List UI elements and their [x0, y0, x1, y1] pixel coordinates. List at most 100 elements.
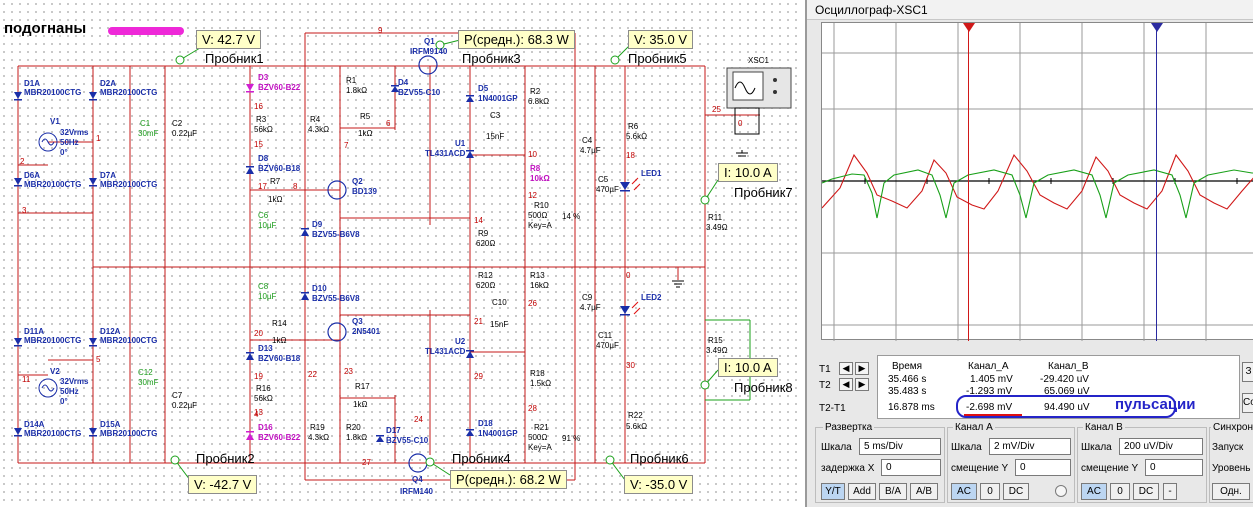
c3-label: C3	[490, 111, 501, 120]
probe5-value[interactable]: V: 35.0 V	[628, 30, 693, 49]
r14-label: R14	[272, 319, 287, 328]
d5-type: 1N4001GP	[478, 94, 518, 103]
q1-label: Q1	[424, 37, 435, 46]
d2a-type: MBR20100CTG	[100, 88, 158, 97]
side-button-save[interactable]: Со	[1242, 393, 1253, 413]
channel-b-zero-button[interactable]: 0	[1110, 483, 1130, 500]
cursor-t1-handle[interactable]	[963, 23, 975, 32]
channel-a-group	[947, 427, 1075, 503]
u1-label: U1	[455, 139, 466, 148]
channel-a-offset-field[interactable]: 0	[1015, 459, 1071, 476]
t1-label: T1	[819, 364, 831, 375]
d18-label: D18	[478, 419, 493, 428]
timebase-scale-field[interactable]: 5 ms/Div	[859, 438, 941, 455]
d5-label: D5	[478, 84, 489, 93]
d6a-label: D6A	[24, 171, 41, 180]
cursor-t2-handle[interactable]	[1151, 23, 1163, 32]
schematic-canvas[interactable]: подогнаны V: 42.7 V Пробник1 V: -42.7 V …	[0, 0, 803, 507]
channel-b-dc-button[interactable]: DC	[1133, 483, 1159, 500]
d9-label: D9	[312, 220, 323, 229]
c9-label: C9	[582, 293, 593, 302]
t1-left-arrow-icon[interactable]: ◀	[839, 362, 853, 375]
r12-label: R12	[478, 271, 493, 280]
r7-label: R7	[270, 177, 281, 186]
c8-label: C8	[258, 282, 269, 291]
channel-a-ac-button[interactable]: AC	[951, 483, 977, 500]
v2-phase: 0°	[60, 397, 68, 406]
v2-freq: 50Hz	[60, 387, 79, 396]
r21-value: 500Ω	[528, 433, 548, 442]
col-channel-b: Канал_B	[1048, 361, 1089, 372]
note-label: подогнаны	[4, 20, 87, 37]
cursor-t2[interactable]	[1156, 23, 1157, 341]
u2-type: TL431ACD	[425, 347, 466, 356]
probe3-value[interactable]: P(средн.): 68.3 W	[458, 30, 575, 49]
row2-a: -1.293 mV	[966, 386, 1013, 397]
add-button[interactable]: Add	[848, 483, 876, 500]
col-time: Время	[892, 361, 923, 372]
ba-button[interactable]: B/A	[879, 483, 907, 500]
oscilloscope-window[interactable]: Осциллограф-XSC1	[805, 0, 1253, 507]
q2-type: BD139	[352, 187, 377, 196]
net-label: 11	[22, 375, 31, 384]
net-label: 5	[96, 355, 101, 364]
v1-freq: 50Hz	[60, 138, 79, 147]
net-label: 9	[378, 26, 383, 35]
d16-label: D16	[258, 423, 273, 432]
scope-screen[interactable]	[821, 22, 1253, 341]
d15a-type: MBR20100CTG	[100, 429, 158, 438]
probe8-value[interactable]: I: 10.0 A	[718, 358, 778, 377]
probe5-name: Пробник5	[628, 51, 687, 66]
v2-rms: 32Vrms	[60, 377, 89, 386]
row2-b: 65.069 uV	[1044, 386, 1090, 397]
t2-right-arrow-icon[interactable]: ▶	[855, 378, 869, 391]
r10-label: R10	[534, 201, 549, 210]
net-label: 20	[254, 329, 263, 338]
probe8-name: Пробник8	[734, 380, 793, 395]
channel-b-offset-field[interactable]: 0	[1145, 459, 1203, 476]
channel-b-title: Канал B	[1083, 422, 1125, 433]
t2-label: T2	[819, 380, 831, 391]
channel-a-radio-icon[interactable]	[1055, 485, 1067, 497]
net-label: 1	[96, 134, 101, 143]
probe7-value[interactable]: I: 10.0 A	[718, 163, 778, 182]
channel-b-scale-field[interactable]: 200 uV/Div	[1119, 438, 1203, 455]
net-label: 14	[474, 216, 483, 225]
d18-type: 1N4001GP	[478, 429, 518, 438]
d13-type: BZV60-B18	[258, 354, 301, 363]
t2-left-arrow-icon[interactable]: ◀	[839, 378, 853, 391]
r1-value: 1.8kΩ	[346, 86, 368, 95]
ab-button[interactable]: A/B	[910, 483, 938, 500]
probe6-value[interactable]: V: -35.0 V	[624, 475, 694, 494]
channel-a-scale-field[interactable]: 2 mV/Div	[989, 438, 1071, 455]
channel-b-ac-button[interactable]: AC	[1081, 483, 1107, 500]
channel-b-invert-button[interactable]: -	[1163, 483, 1177, 500]
cursor-t1[interactable]	[968, 23, 969, 341]
net-label: 2	[20, 157, 25, 166]
probe1-value[interactable]: V: 42.7 V	[196, 30, 261, 49]
led1-label: LED1	[641, 169, 662, 178]
r4-label: R4	[310, 115, 321, 124]
c8-value: 10µF	[258, 292, 277, 301]
row2-time: 35.483 s	[888, 386, 927, 397]
c11-label: C11	[598, 331, 613, 340]
highlight-marker	[108, 27, 184, 35]
probe4-value[interactable]: P(средн.): 68.2 W	[450, 470, 567, 489]
delay-field[interactable]: 0	[881, 459, 941, 476]
u2-label: U2	[455, 337, 466, 346]
d3-type: BZV60-B22	[258, 83, 301, 92]
yt-button[interactable]: Y/T	[821, 483, 845, 500]
side-button-reverse[interactable]: З	[1242, 362, 1253, 382]
d10-label: D10	[312, 284, 327, 293]
r18-value: 1.5kΩ	[530, 379, 552, 388]
c6-value: 10µF	[258, 221, 277, 230]
d2a-label: D2A	[100, 79, 117, 88]
probe2-value[interactable]: V: -42.7 V	[188, 475, 258, 494]
trigger-single-button[interactable]: Одн.	[1212, 483, 1250, 500]
t1-right-arrow-icon[interactable]: ▶	[855, 362, 869, 375]
channel-a-zero-button[interactable]: 0	[980, 483, 1000, 500]
channel-a-dc-button[interactable]: DC	[1003, 483, 1029, 500]
d7a-type: MBR20100CTG	[100, 180, 158, 189]
c5-label: C5	[598, 175, 609, 184]
net-label: 21	[474, 317, 483, 326]
